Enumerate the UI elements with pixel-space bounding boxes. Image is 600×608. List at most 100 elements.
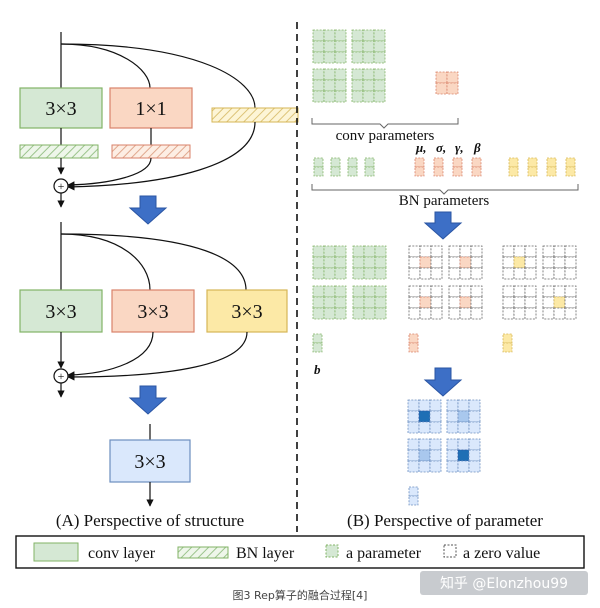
final-fused-param-cell bbox=[457, 438, 470, 451]
conv3x3-param-cell bbox=[373, 51, 386, 64]
fused-yellow-param-cell bbox=[564, 307, 577, 320]
conv1x1-param-cell bbox=[446, 82, 459, 95]
fused-yellow-param-cell bbox=[542, 245, 555, 258]
conv3x3-param-cell bbox=[351, 51, 364, 64]
parameter-caption: (B) Perspective of parameter bbox=[347, 511, 543, 530]
fused-orange-param-cell bbox=[448, 267, 461, 280]
final-bias-param-cell bbox=[408, 495, 419, 506]
fused-green-param-cell bbox=[312, 267, 325, 280]
conv3x3-param-cell bbox=[312, 79, 325, 92]
final-fused-param-cell bbox=[468, 421, 481, 434]
final-fused-param-cell bbox=[418, 438, 431, 451]
final-fused-param-cell bbox=[407, 449, 420, 462]
final-fused-param-cell bbox=[446, 438, 459, 451]
fused-orange-param-cell bbox=[419, 296, 432, 309]
fused-orange-param-cell bbox=[470, 267, 483, 280]
fused-yellow-param-cell bbox=[542, 296, 555, 309]
fused-green-param-cell bbox=[374, 307, 387, 320]
fused-orange-param-cell bbox=[419, 285, 432, 298]
conv3x3-param-cell bbox=[312, 90, 325, 103]
fused-yellow-param-cell bbox=[524, 307, 537, 320]
identity-bn-block bbox=[211, 107, 299, 123]
final-fused-param-cell bbox=[446, 460, 459, 473]
fused-green-param-cell bbox=[323, 307, 336, 320]
fused-yellow-param-cell bbox=[513, 296, 526, 309]
final-fused-param-cell bbox=[457, 421, 470, 434]
fused-orange-param-cell bbox=[470, 245, 483, 258]
bn-block-1 bbox=[19, 144, 99, 159]
fused-green-param-cell bbox=[352, 296, 365, 309]
final-fused-param-cell bbox=[457, 449, 470, 462]
bn-orange-param-cell bbox=[414, 157, 425, 168]
final-fused-param-cell bbox=[429, 410, 442, 423]
conv3x3-param-cell bbox=[373, 29, 386, 42]
final-fused-param-cell bbox=[457, 410, 470, 423]
fused-green-param-cell bbox=[363, 256, 376, 269]
structure-panel: 3×3 1×1 + 3×3 3×3 3×3 + bbox=[19, 32, 299, 530]
conv3x3-param-cell bbox=[373, 68, 386, 81]
fused-orange-param-cell bbox=[408, 256, 421, 269]
bn-symbol-mu: μ, bbox=[415, 140, 426, 155]
fused-green-param-cell bbox=[374, 256, 387, 269]
bn-orange-param-cell bbox=[452, 157, 463, 168]
final-fused-param-cell bbox=[446, 410, 459, 423]
fused-orange-param-cell bbox=[419, 245, 432, 258]
fused-yellow-param-cell bbox=[542, 307, 555, 320]
fused-orange-param-cell bbox=[470, 285, 483, 298]
fused-green-param-cell bbox=[312, 307, 325, 320]
fused-green-param-cell bbox=[352, 267, 365, 280]
fused-orange-param-cell bbox=[408, 296, 421, 309]
final-fused-param-cell bbox=[457, 399, 470, 412]
conv3x3-param-cell bbox=[323, 79, 336, 92]
fused-orange-param-cell bbox=[430, 256, 443, 269]
fused-green-param-cell bbox=[352, 256, 365, 269]
bn-green-param-cell bbox=[313, 166, 324, 177]
conv3x3-param-cell bbox=[362, 79, 375, 92]
final-fused-param-cell bbox=[407, 399, 420, 412]
bn-orange-param-cell bbox=[452, 166, 463, 177]
conv3x3-param-cell bbox=[323, 51, 336, 64]
conv3x3-param-cell bbox=[362, 51, 375, 64]
fused-yellow-param-cell bbox=[542, 267, 555, 280]
conv3x3-param-cell bbox=[323, 90, 336, 103]
bn-yellow-param-cell bbox=[527, 157, 538, 168]
fused-yellow-param-cell bbox=[542, 256, 555, 269]
bn-yellow-param-cell bbox=[565, 157, 576, 168]
final-fused-param-cell bbox=[468, 460, 481, 473]
fused-yellow-param-cell bbox=[553, 256, 566, 269]
final-fused-param-cell bbox=[468, 410, 481, 423]
conv3x3-param-cell bbox=[373, 40, 386, 53]
fused-yellow-param-cell bbox=[502, 245, 515, 258]
bn-green-param-cell bbox=[364, 166, 375, 177]
conv1x1-block bbox=[109, 87, 193, 129]
fused-yellow-param-cell bbox=[564, 256, 577, 269]
conv-params-label: conv parameters bbox=[336, 128, 435, 144]
bias-green-param-cell bbox=[312, 342, 323, 353]
fused-green-param-cell bbox=[334, 267, 347, 280]
down-arrow-4 bbox=[423, 367, 463, 397]
conv3x3-param-cell bbox=[362, 90, 375, 103]
final-fused-param-cell bbox=[429, 421, 442, 434]
final-fused-param-cell bbox=[407, 460, 420, 473]
plus-2: + bbox=[58, 369, 65, 383]
fused-orange-param-cell bbox=[448, 307, 461, 320]
bn-symbol-gamma: γ, bbox=[455, 140, 464, 155]
fused-green-param-cell bbox=[312, 285, 325, 298]
bn-brace bbox=[311, 184, 579, 195]
fused-orange-param-cell bbox=[408, 267, 421, 280]
fused-green-param-cell bbox=[334, 245, 347, 258]
bias-green-param-cell bbox=[312, 333, 323, 344]
fused-yellow-param-cell bbox=[513, 245, 526, 258]
conv3x3-param-cell bbox=[373, 90, 386, 103]
bias-yellow-param-cell bbox=[502, 333, 513, 344]
fused-green-param-cell bbox=[352, 307, 365, 320]
fused-green-param-cell bbox=[374, 285, 387, 298]
bn-green-param-cell bbox=[313, 157, 324, 168]
conv3x3-c-label: 3×3 bbox=[231, 301, 262, 323]
fused-orange-param-cell bbox=[430, 245, 443, 258]
fused-green-param-cell bbox=[363, 245, 376, 258]
conv3x3-param-cell bbox=[334, 90, 347, 103]
final-fused-param-cell bbox=[446, 399, 459, 412]
fused-yellow-param-cell bbox=[513, 256, 526, 269]
final-fused-param-cell bbox=[407, 438, 420, 451]
